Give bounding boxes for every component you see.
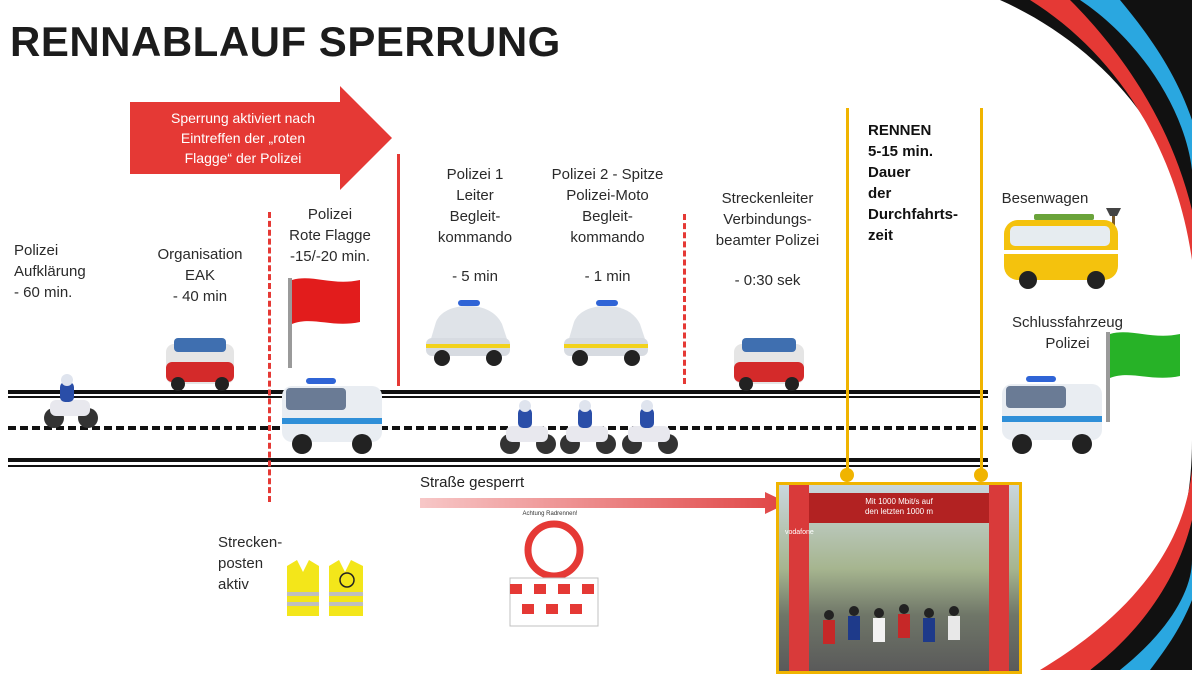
police-motorcycles-icon — [500, 400, 678, 454]
road-edge-top — [8, 390, 988, 394]
label-polizei2: Polizei 2 - Spitze Polizei-Moto Begleit-… — [551, 166, 664, 246]
sperrung-arrow — [130, 86, 392, 190]
road-edge-bottom-inner — [8, 465, 988, 467]
road-center-line — [8, 426, 988, 430]
marker-rennen-end — [980, 108, 983, 474]
police-car-1-icon — [426, 300, 510, 366]
decorative-swirl — [1000, 0, 1192, 670]
police-motorcycle-icon — [44, 374, 98, 428]
label-schlussfahrzeug: Schlussfahrzeug Polizei — [1012, 314, 1123, 352]
marker-dot-right — [974, 468, 988, 482]
safety-vests-icon — [287, 560, 363, 616]
label-besenwagen: Besenwagen — [1001, 190, 1089, 207]
police-car-2-icon — [564, 300, 648, 366]
finish-gate-right — [989, 485, 1009, 671]
police-van-icon — [282, 378, 382, 454]
label-streckenposten: Strecken- posten aktiv — [218, 534, 283, 593]
road-edge-top-inner — [8, 396, 988, 398]
road-closed-sign-icon — [509, 520, 599, 627]
green-flag-icon — [1106, 332, 1180, 422]
marker-sperrung — [397, 154, 400, 386]
schlussfahrzeug-van-icon — [1002, 376, 1102, 454]
finish-line-photo: Mit 1000 Mbit/s auf den letzten 1000 m v… — [776, 482, 1022, 674]
cyclists-peloton-icon — [823, 604, 960, 644]
label-aufklaerung: Polizei Aufklärung - 60 min. — [14, 242, 86, 301]
finish-banner: Mit 1000 Mbit/s auf den letzten 1000 m — [809, 493, 989, 523]
sign-caption: Achtung Radrennen! — [522, 511, 578, 517]
finish-brand: vodafone — [785, 529, 814, 536]
label-streckenleiter: Streckenleiter Verbindungs- beamter Poli… — [715, 190, 820, 249]
label-rote-flagge: Polizei Rote Flagge -15/-20 min. — [289, 206, 371, 265]
marker-rennen-start — [846, 108, 849, 474]
label-streckenleiter-time: - 0:30 sek — [734, 272, 801, 289]
finish-gate-left — [789, 485, 809, 671]
label-polizei2-time: - 1 min — [584, 268, 631, 285]
label-organisation: Organisation EAK - 40 min — [157, 246, 243, 305]
road-closed-arrow — [420, 492, 788, 514]
road-closed-label: Straße gesperrt — [420, 474, 525, 491]
label-polizei1-time: - 5 min — [452, 268, 498, 285]
marker-rote-flagge — [268, 212, 271, 502]
organisation-car-icon — [166, 338, 234, 391]
besenwagen-bus-icon — [1004, 208, 1121, 289]
streckenleiter-car-icon — [734, 338, 804, 391]
red-flag-icon — [288, 278, 360, 368]
road-edge-bottom — [8, 458, 988, 462]
page-title: RENNABLAUF SPERRUNG — [10, 18, 561, 65]
marker-dot-left — [840, 468, 854, 482]
label-polizei1: Polizei 1 Leiter Begleit- kommando — [437, 166, 513, 246]
marker-streckenleiter — [683, 214, 686, 384]
label-rennen: RENNEN 5-15 min. Dauer der Durchfahrts- … — [868, 122, 959, 244]
arrow-text: Sperrung aktiviert nach Eintreffen der „… — [171, 110, 315, 166]
